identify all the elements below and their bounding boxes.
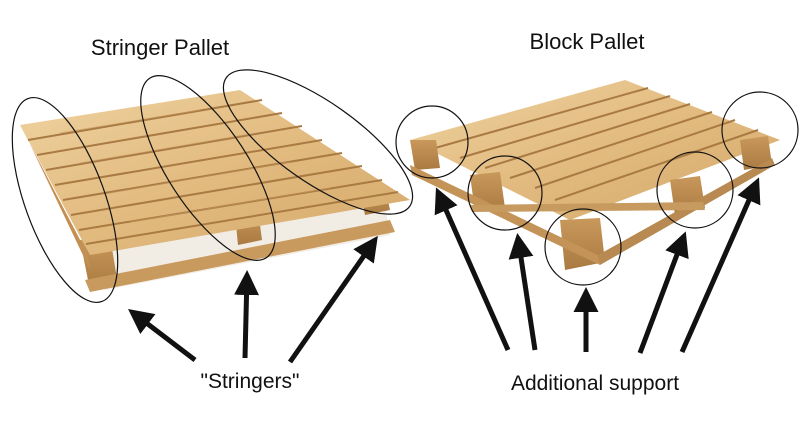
stringer-arrow-left (128, 308, 197, 362)
stringers-caption: "Stringers" (201, 370, 300, 393)
block-highlight-2 (467, 155, 543, 231)
block-highlight-5 (721, 91, 799, 169)
support-arrow-1 (434, 187, 511, 352)
support-arrow-4 (637, 231, 689, 354)
block-highlight-3 (544, 208, 622, 286)
stringer-highlight-middle (140, 75, 276, 261)
stringer-highlight-left (11, 96, 119, 304)
block-pallet-image (410, 80, 780, 270)
support-arrow-5 (679, 177, 761, 354)
stringer-pallet-title: Stringer Pallet (91, 35, 229, 60)
support-arrow-2 (508, 233, 538, 351)
additional-support-caption: Additional support (511, 372, 679, 395)
block-pallet-title: Block Pallet (530, 29, 645, 54)
stringer-arrow-middle (234, 270, 260, 359)
stringer-arrows (128, 235, 378, 364)
block-highlight-4 (656, 151, 734, 229)
stringer-arrow-right (287, 235, 378, 364)
support-arrows (434, 177, 761, 354)
stringer-highlight-right (222, 69, 414, 215)
stringer-pallet-image (20, 90, 410, 292)
block-highlight-1 (395, 105, 469, 179)
